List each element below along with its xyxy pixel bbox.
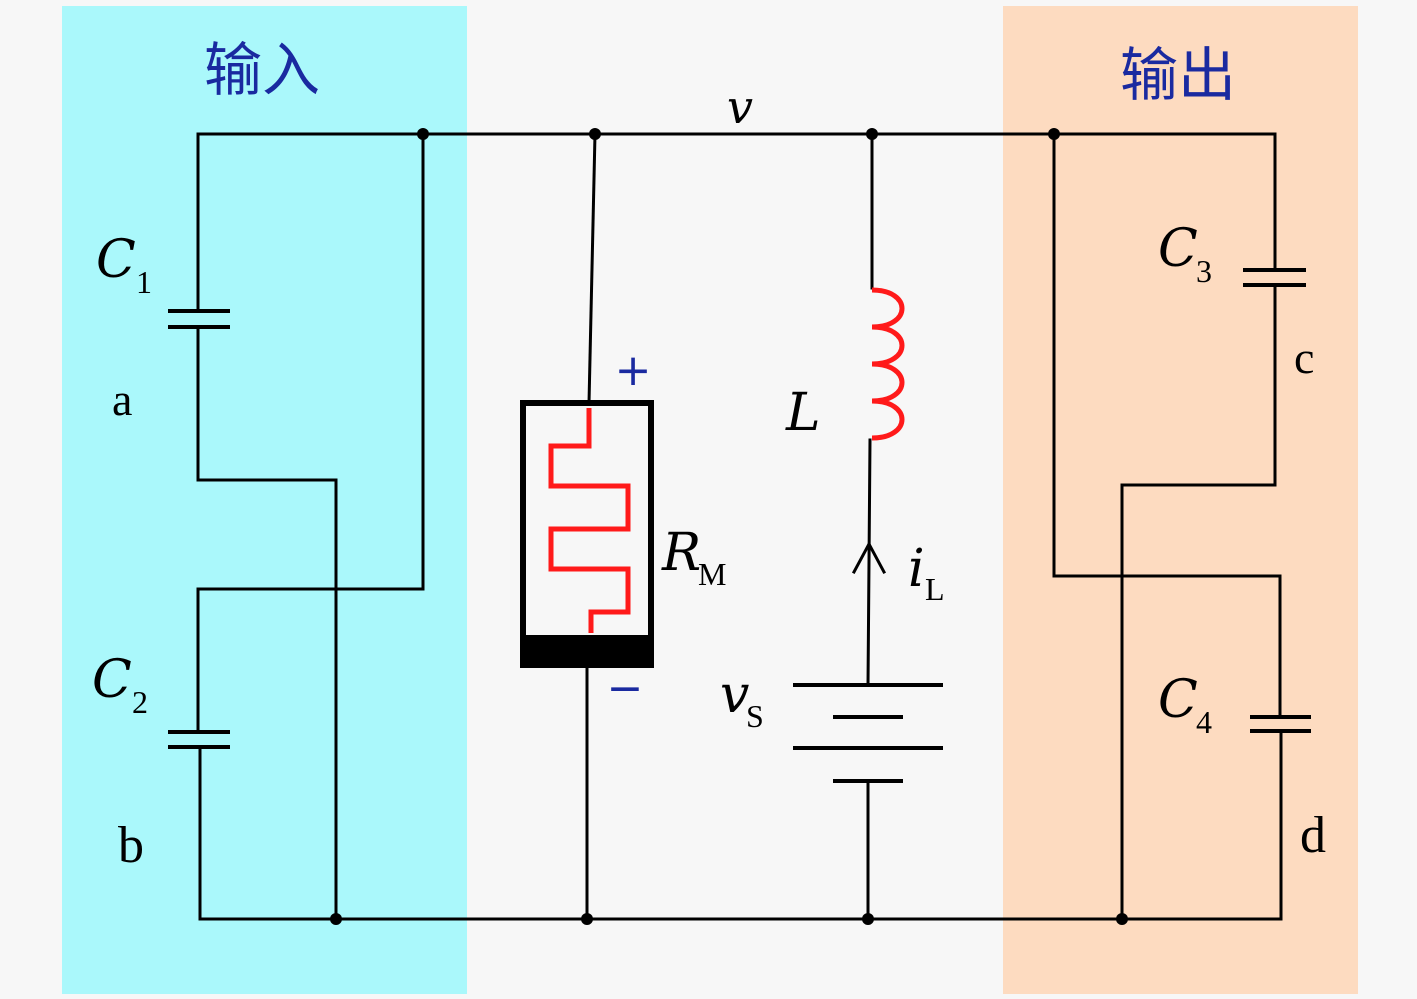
current-arrow-icon [851, 540, 887, 575]
svg-text:C: C [92, 650, 132, 710]
inductor-current-label: i L [908, 539, 945, 607]
output-network [1052, 132, 1311, 921]
svg-text:2: 2 [132, 684, 148, 720]
svg-text:M: M [698, 556, 726, 592]
c3-label: C 3 [1158, 219, 1212, 289]
memristor-trace [548, 408, 631, 633]
memristor-polarity-band [523, 635, 651, 665]
memristor-minus-sign: − [607, 663, 644, 714]
junction-node [417, 128, 429, 140]
c4-label: C 4 [1158, 670, 1212, 740]
terminal-b-label: b [118, 817, 144, 874]
c2-label: C 2 [92, 650, 148, 720]
svg-text:3: 3 [1196, 253, 1212, 289]
source-voltage-label: v S [720, 665, 764, 734]
junction-node [330, 913, 342, 925]
junction-node [581, 913, 593, 925]
terminal-a-label: a [112, 374, 132, 425]
svg-text:C: C [1158, 670, 1198, 730]
svg-text:1: 1 [136, 264, 152, 300]
input-network [168, 132, 425, 921]
inductor-label: L [785, 383, 821, 443]
c1-to-bottom-wire [196, 326, 338, 921]
svg-text:C: C [1158, 219, 1198, 279]
junction-node [866, 128, 878, 140]
inductor-branch [793, 132, 943, 921]
c2-top-wire [196, 132, 425, 734]
c4-top-wire [1052, 132, 1282, 717]
input-region-label: 输入 [204, 36, 320, 104]
svg-text:S: S [746, 698, 764, 734]
c3-to-bottom-wire [1120, 284, 1277, 921]
inductor-coil [871, 287, 905, 441]
terminal-c-label: c [1294, 332, 1314, 383]
junction-node [589, 128, 601, 140]
c1-label: C 1 [96, 230, 152, 300]
svg-text:v: v [720, 665, 749, 725]
junction-node [1116, 913, 1128, 925]
output-region-label: 输出 [1120, 41, 1236, 109]
memristor-plus-sign: + [615, 345, 652, 396]
inductor-to-battery-wire [866, 438, 872, 687]
terminal-d-label: d [1300, 807, 1326, 864]
output-region [1003, 6, 1358, 994]
svg-text:4: 4 [1196, 704, 1212, 740]
junction-node [1048, 128, 1060, 140]
memristor-top-wire [587, 132, 597, 405]
svg-text:R: R [661, 523, 701, 583]
memristor [520, 132, 654, 921]
svg-text:i: i [908, 539, 925, 599]
node-voltage-label: v [727, 80, 753, 134]
junction-node [862, 913, 874, 925]
input-region [62, 6, 467, 994]
svg-text:C: C [96, 230, 136, 290]
memristor-label: R M [661, 523, 726, 592]
svg-text:L: L [925, 571, 945, 607]
